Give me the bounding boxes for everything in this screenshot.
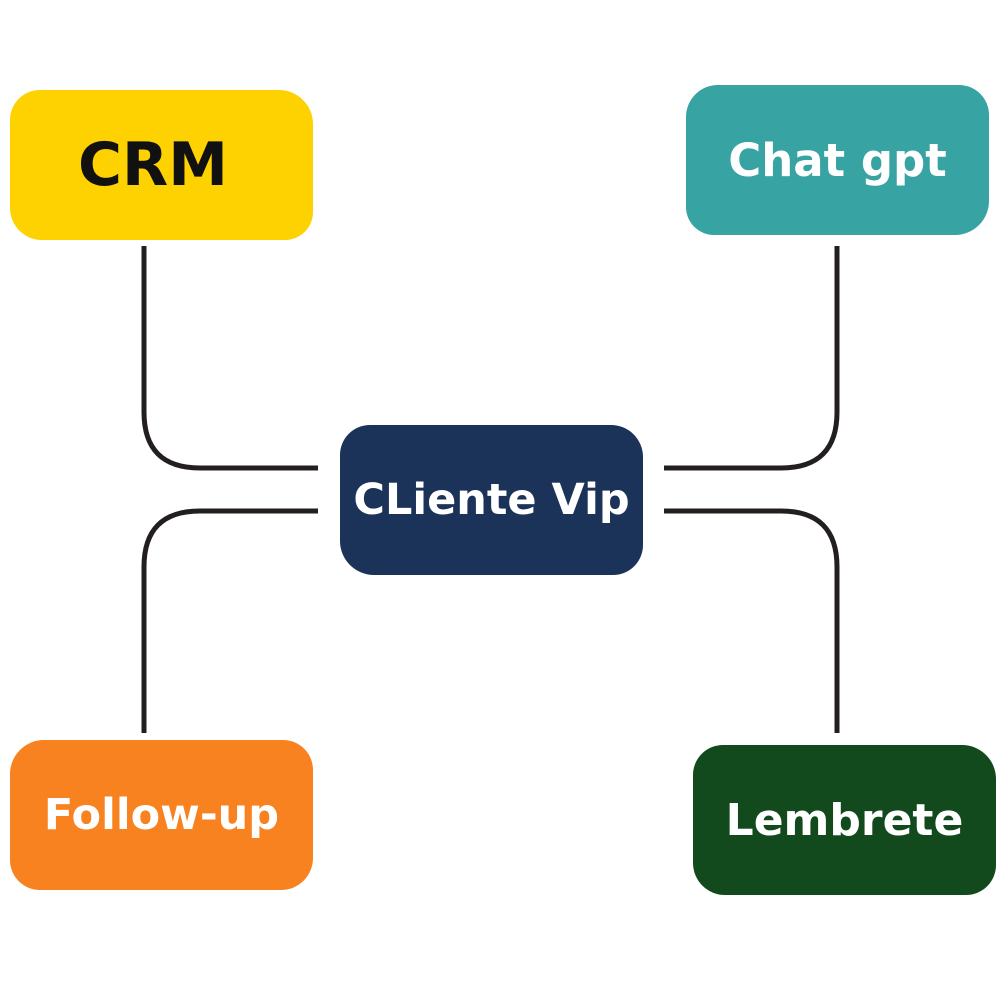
node-lembrete-label: Lembrete — [725, 794, 964, 846]
node-follow-up[interactable]: Follow-up — [10, 740, 313, 890]
connector-crm — [141, 246, 318, 471]
connector-chat-gpt — [664, 246, 840, 471]
node-lembrete[interactable]: Lembrete — [693, 745, 996, 895]
connector-lembrete — [664, 508, 840, 733]
node-chat-gpt-label: Chat gpt — [728, 133, 947, 187]
node-follow-up-label: Follow-up — [43, 790, 280, 840]
node-crm[interactable]: CRM — [10, 90, 313, 240]
node-chat-gpt[interactable]: Chat gpt — [686, 85, 989, 235]
node-crm-label: CRM — [78, 130, 228, 200]
node-cliente-vip-label: CLiente Vip — [353, 475, 630, 525]
node-cliente-vip[interactable]: CLiente Vip — [340, 425, 643, 575]
connector-follow-up — [141, 508, 318, 733]
